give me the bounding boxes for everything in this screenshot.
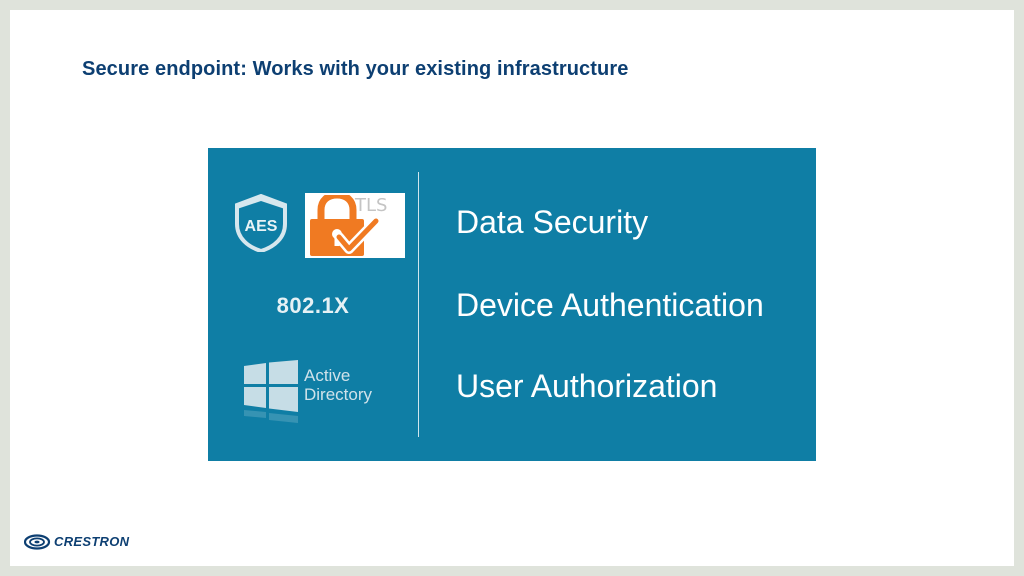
slide: Secure endpoint: Works with your existin… (10, 10, 1014, 566)
panel-divider (418, 172, 419, 437)
crestron-logo: CRESTRON (24, 534, 164, 550)
padlock-check-icon (310, 195, 379, 256)
tls-label: TLS (355, 195, 388, 216)
tls-badge: TLS (305, 193, 405, 258)
aes-label: AES (245, 218, 278, 235)
crestron-logo-text: CRESTRON (54, 534, 130, 549)
active-directory-line-1: Active (304, 366, 351, 385)
feature-user-authorization: User Authorization (456, 368, 718, 404)
aes-shield-icon: AES (235, 194, 287, 252)
feature-device-authentication: Device Authentication (456, 287, 764, 323)
protocol-802-1x-label: 802.1X (276, 293, 350, 318)
feature-data-security: Data Security (456, 204, 649, 240)
crestron-swirl-icon (24, 534, 51, 550)
slide-title: Secure endpoint: Works with your existin… (82, 58, 629, 80)
active-directory-line-2: Directory (304, 385, 373, 404)
security-panel: AES TLS 802.1X Active Directory (208, 148, 816, 461)
active-directory-label: Active Directory (304, 366, 372, 404)
windows-logo-icon (244, 360, 298, 423)
